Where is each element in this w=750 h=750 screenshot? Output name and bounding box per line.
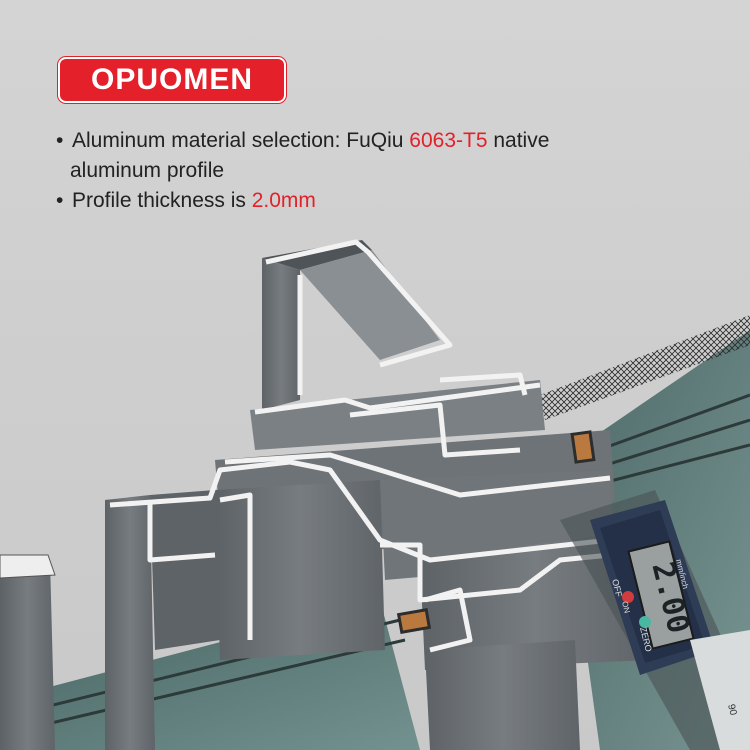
feature-prefix: Aluminum material selection: FuQiu xyxy=(72,129,410,152)
off-button xyxy=(622,591,634,603)
feature-list: • Aluminum material selection: FuQiu 606… xyxy=(56,126,696,216)
feature-prefix: Profile thickness is xyxy=(72,189,252,212)
feature-highlight: 6063-T5 xyxy=(409,129,488,152)
digital-caliper: 2.00 OFF ON ZERO mm/inch 90 xyxy=(560,490,750,750)
side-profile xyxy=(0,554,56,750)
bullet-dot: • xyxy=(56,129,64,152)
feature-text: Aluminum material selection: FuQiu 6063-… xyxy=(72,126,549,156)
feature-item-thickness: • Profile thickness is 2.0mm xyxy=(56,186,696,216)
feature-highlight: 2.0mm xyxy=(251,189,316,212)
on-label: ON xyxy=(620,600,632,614)
scale-number: 90 xyxy=(725,703,738,717)
feature-item-material: • Aluminum material selection: FuQiu 606… xyxy=(56,126,696,156)
feature-text: Profile thickness is 2.0mm xyxy=(72,186,316,216)
brand-name: OPUOMEN xyxy=(90,63,253,96)
brand-logo: OPUOMEN xyxy=(58,57,286,103)
feature-continuation: aluminum profile xyxy=(70,159,225,182)
zero-button xyxy=(639,616,651,628)
bullet-dot: • xyxy=(56,189,64,212)
feature-suffix: native xyxy=(487,129,550,152)
off-label: OFF xyxy=(610,578,624,598)
